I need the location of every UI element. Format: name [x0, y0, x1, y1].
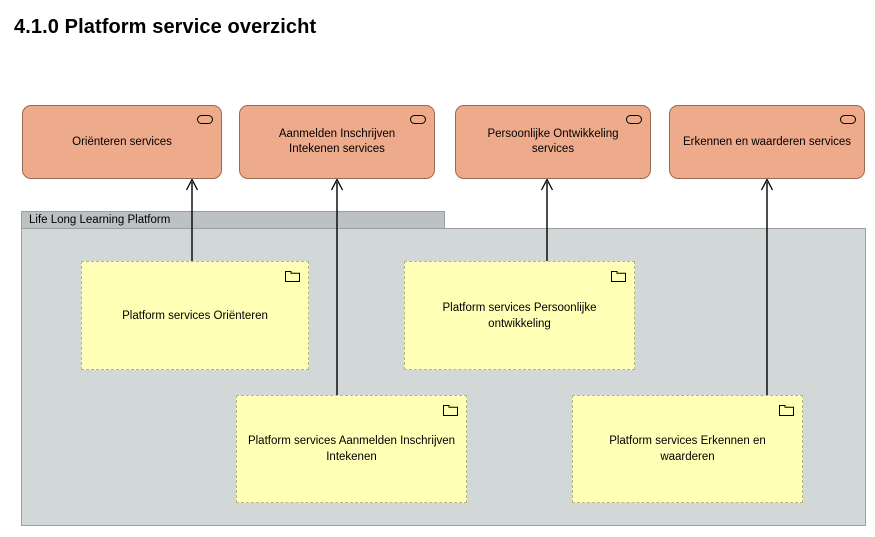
grouping-folder-icon: [443, 405, 458, 416]
application-service-icon: [410, 115, 426, 124]
service-node-orienteren[interactable]: Oriënteren services: [22, 105, 222, 179]
page-title: 4.1.0 Platform service overzicht: [14, 16, 317, 38]
service-node-label: Persoonlijke Ontwikkeling services: [487, 128, 619, 155]
grouping-node-persoonlijke[interactable]: Platform services Persoonlijke ontwikkel…: [404, 261, 635, 370]
grouping-folder-icon: [285, 271, 300, 282]
grouping-folder-icon: [779, 405, 794, 416]
service-node-aanmelden[interactable]: Aanmelden Inschrijven Intekenen services: [239, 105, 435, 179]
service-node-label: Erkennen en waarderen services: [682, 135, 852, 148]
grouping-node-label: Platform services Oriënteren: [122, 309, 268, 322]
service-node-label: Aanmelden Inschrijven Intekenen services: [278, 128, 396, 155]
grouping-folder-icon: [611, 271, 626, 282]
grouping-node-orienteren[interactable]: Platform services Oriënteren: [81, 261, 309, 370]
service-node-label: Oriënteren services: [72, 135, 172, 148]
grouping-node-aanmelden[interactable]: Platform services Aanmelden Inschrijven …: [236, 395, 467, 503]
grouping-node-erkennen[interactable]: Platform services Erkennen en waarderen: [572, 395, 803, 503]
grouping-node-label: Platform services Persoonlijke ontwikkel…: [442, 301, 597, 330]
service-node-erkennen[interactable]: Erkennen en waarderen services: [669, 105, 865, 179]
grouping-node-label: Platform services Erkennen en waarderen: [609, 435, 766, 463]
application-service-icon: [197, 115, 213, 124]
grouping-container-label: Life Long Learning Platform: [29, 214, 171, 226]
application-service-icon: [626, 115, 642, 124]
grouping-container-tab[interactable]: Life Long Learning Platform: [21, 211, 445, 229]
service-node-persoonlijke[interactable]: Persoonlijke Ontwikkeling services: [455, 105, 651, 179]
application-service-icon: [840, 115, 856, 124]
grouping-node-label: Platform services Aanmelden Inschrijven …: [247, 435, 456, 463]
